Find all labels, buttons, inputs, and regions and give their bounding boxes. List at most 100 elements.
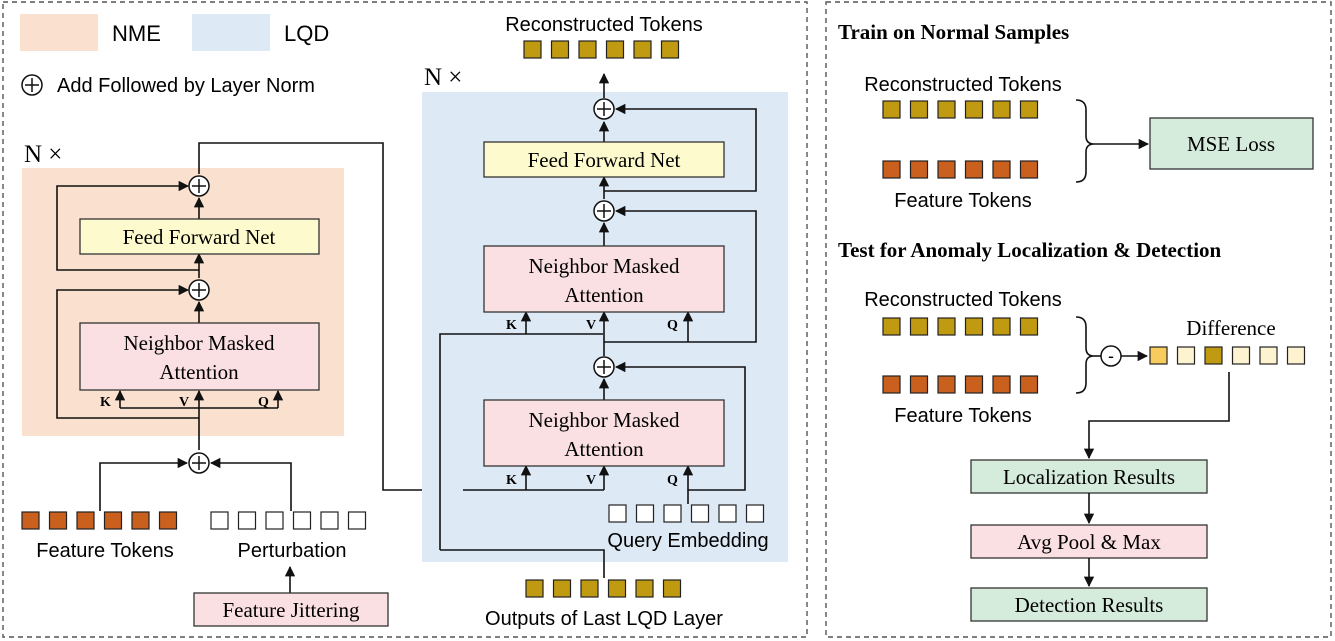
nme-attention-label-1: Neighbor Masked: [123, 331, 275, 355]
train-title: Train on Normal Samples: [838, 20, 1069, 44]
token: [237, 511, 257, 530]
token: [882, 160, 901, 179]
lqd-attention-lower-label-1: Neighbor Masked: [528, 408, 680, 432]
nme-add-norm-top: [188, 175, 210, 197]
token: [292, 511, 312, 530]
nme-add-norm-input: [188, 452, 210, 474]
nme-perturbation-tokens: [210, 511, 367, 530]
difference-to-localization-arrow: [1083, 372, 1230, 460]
feature-jittering-box: [193, 592, 389, 627]
difference-tokens: [1149, 346, 1306, 365]
token: [607, 579, 627, 598]
token: [320, 511, 339, 530]
lqd-lower-k-label: K: [506, 473, 517, 488]
nme-perturbation-label: Perturbation: [238, 540, 347, 562]
token: [633, 40, 652, 59]
token: [909, 100, 929, 119]
token: [937, 100, 956, 119]
token: [745, 504, 765, 523]
token: [660, 40, 680, 59]
token: [909, 160, 929, 179]
token: [550, 40, 570, 59]
feature-jittering-label: Feature Jittering: [222, 598, 360, 622]
token: [690, 504, 710, 523]
lqd-ffn-label: Feed Forward Net: [528, 148, 681, 172]
nme-q-label: Q: [258, 395, 269, 410]
legend-nme-label: NME: [112, 21, 161, 46]
train-feature-tokens: [882, 160, 1039, 179]
token: [1019, 317, 1039, 336]
nme-attention-box: [79, 322, 320, 391]
nme-k-label: K: [100, 395, 111, 410]
lqd-reconstructed-tokens: [523, 40, 680, 59]
token: [1286, 346, 1306, 365]
test-reconstructed-tokens: [882, 317, 1039, 336]
token: [523, 40, 542, 59]
token: [580, 579, 599, 598]
nme-repeat-label: N ×: [24, 141, 62, 168]
legend-lqd-swatch: [192, 14, 270, 51]
minus-operator-label: -: [1108, 346, 1114, 366]
lqd-upper-q-label: Q: [667, 318, 678, 333]
test-feature-label: Feature Tokens: [894, 405, 1032, 427]
lqd-add-norm-lower: [593, 356, 615, 378]
token: [1019, 375, 1039, 394]
mse-loss-label: MSE Loss: [1187, 132, 1275, 156]
token: [635, 579, 654, 598]
token: [992, 100, 1011, 119]
lqd-connectors: [439, 72, 757, 578]
test-feature-tokens: [882, 375, 1039, 394]
lqd-ffn-box: [483, 141, 725, 178]
train-reconstructed-tokens: [882, 100, 1039, 119]
token: [608, 504, 627, 523]
lqd-add-norm-top: [593, 98, 615, 120]
nme-feature-tokens: [21, 511, 178, 530]
token: [525, 579, 544, 598]
lqd-lower-v-label: V: [586, 473, 596, 488]
lqd-upper-v-label: V: [586, 318, 596, 333]
detection-results-box: [970, 587, 1208, 622]
token: [992, 375, 1011, 394]
lqd-add-norm-middle: [593, 200, 615, 222]
test-brace: [1075, 316, 1095, 394]
lqd-attention-upper-box: [483, 245, 725, 313]
nme-feature-tokens-label: Feature Tokens: [36, 540, 174, 562]
token: [663, 504, 682, 523]
lqd-attention-upper-label-1: Neighbor Masked: [528, 254, 680, 278]
nme-attention-label-2: Attention: [159, 360, 239, 384]
token: [964, 317, 984, 336]
token: [103, 511, 123, 530]
token: [909, 317, 929, 336]
lqd-query-tokens: [608, 504, 765, 523]
nme-ffn-label: Feed Forward Net: [123, 225, 276, 249]
right-panel-frame: [825, 1, 1332, 638]
localization-results-label: Localization Results: [1003, 465, 1175, 489]
lqd-upper-k-label: K: [506, 318, 517, 333]
train-brace: [1075, 99, 1095, 183]
nme-connectors: [56, 142, 433, 593]
lqd-reconstructed-label: Reconstructed Tokens: [505, 14, 703, 36]
lqd-repeat-label: N ×: [424, 64, 462, 91]
token: [937, 160, 956, 179]
token: [909, 375, 929, 394]
legend-add-norm-label: Add Followed by Layer Norm: [57, 75, 315, 97]
lqd-lower-q-label: Q: [667, 473, 678, 488]
token: [1176, 346, 1196, 365]
token: [964, 160, 984, 179]
token: [937, 375, 956, 394]
nme-add-norm-middle: [188, 279, 210, 301]
token: [1204, 346, 1223, 365]
lqd-query-embedding-label: Query Embedding: [607, 530, 768, 552]
token: [937, 317, 956, 336]
token: [158, 511, 178, 530]
difference-label: Difference: [1186, 316, 1275, 340]
left-panel-frame: [2, 1, 808, 638]
token: [635, 504, 655, 523]
token: [605, 40, 625, 59]
token: [882, 100, 901, 119]
mse-loss-box: [1149, 117, 1314, 170]
token: [578, 40, 597, 59]
legend-nme-swatch: [20, 14, 98, 51]
token: [964, 100, 984, 119]
token: [992, 160, 1011, 179]
